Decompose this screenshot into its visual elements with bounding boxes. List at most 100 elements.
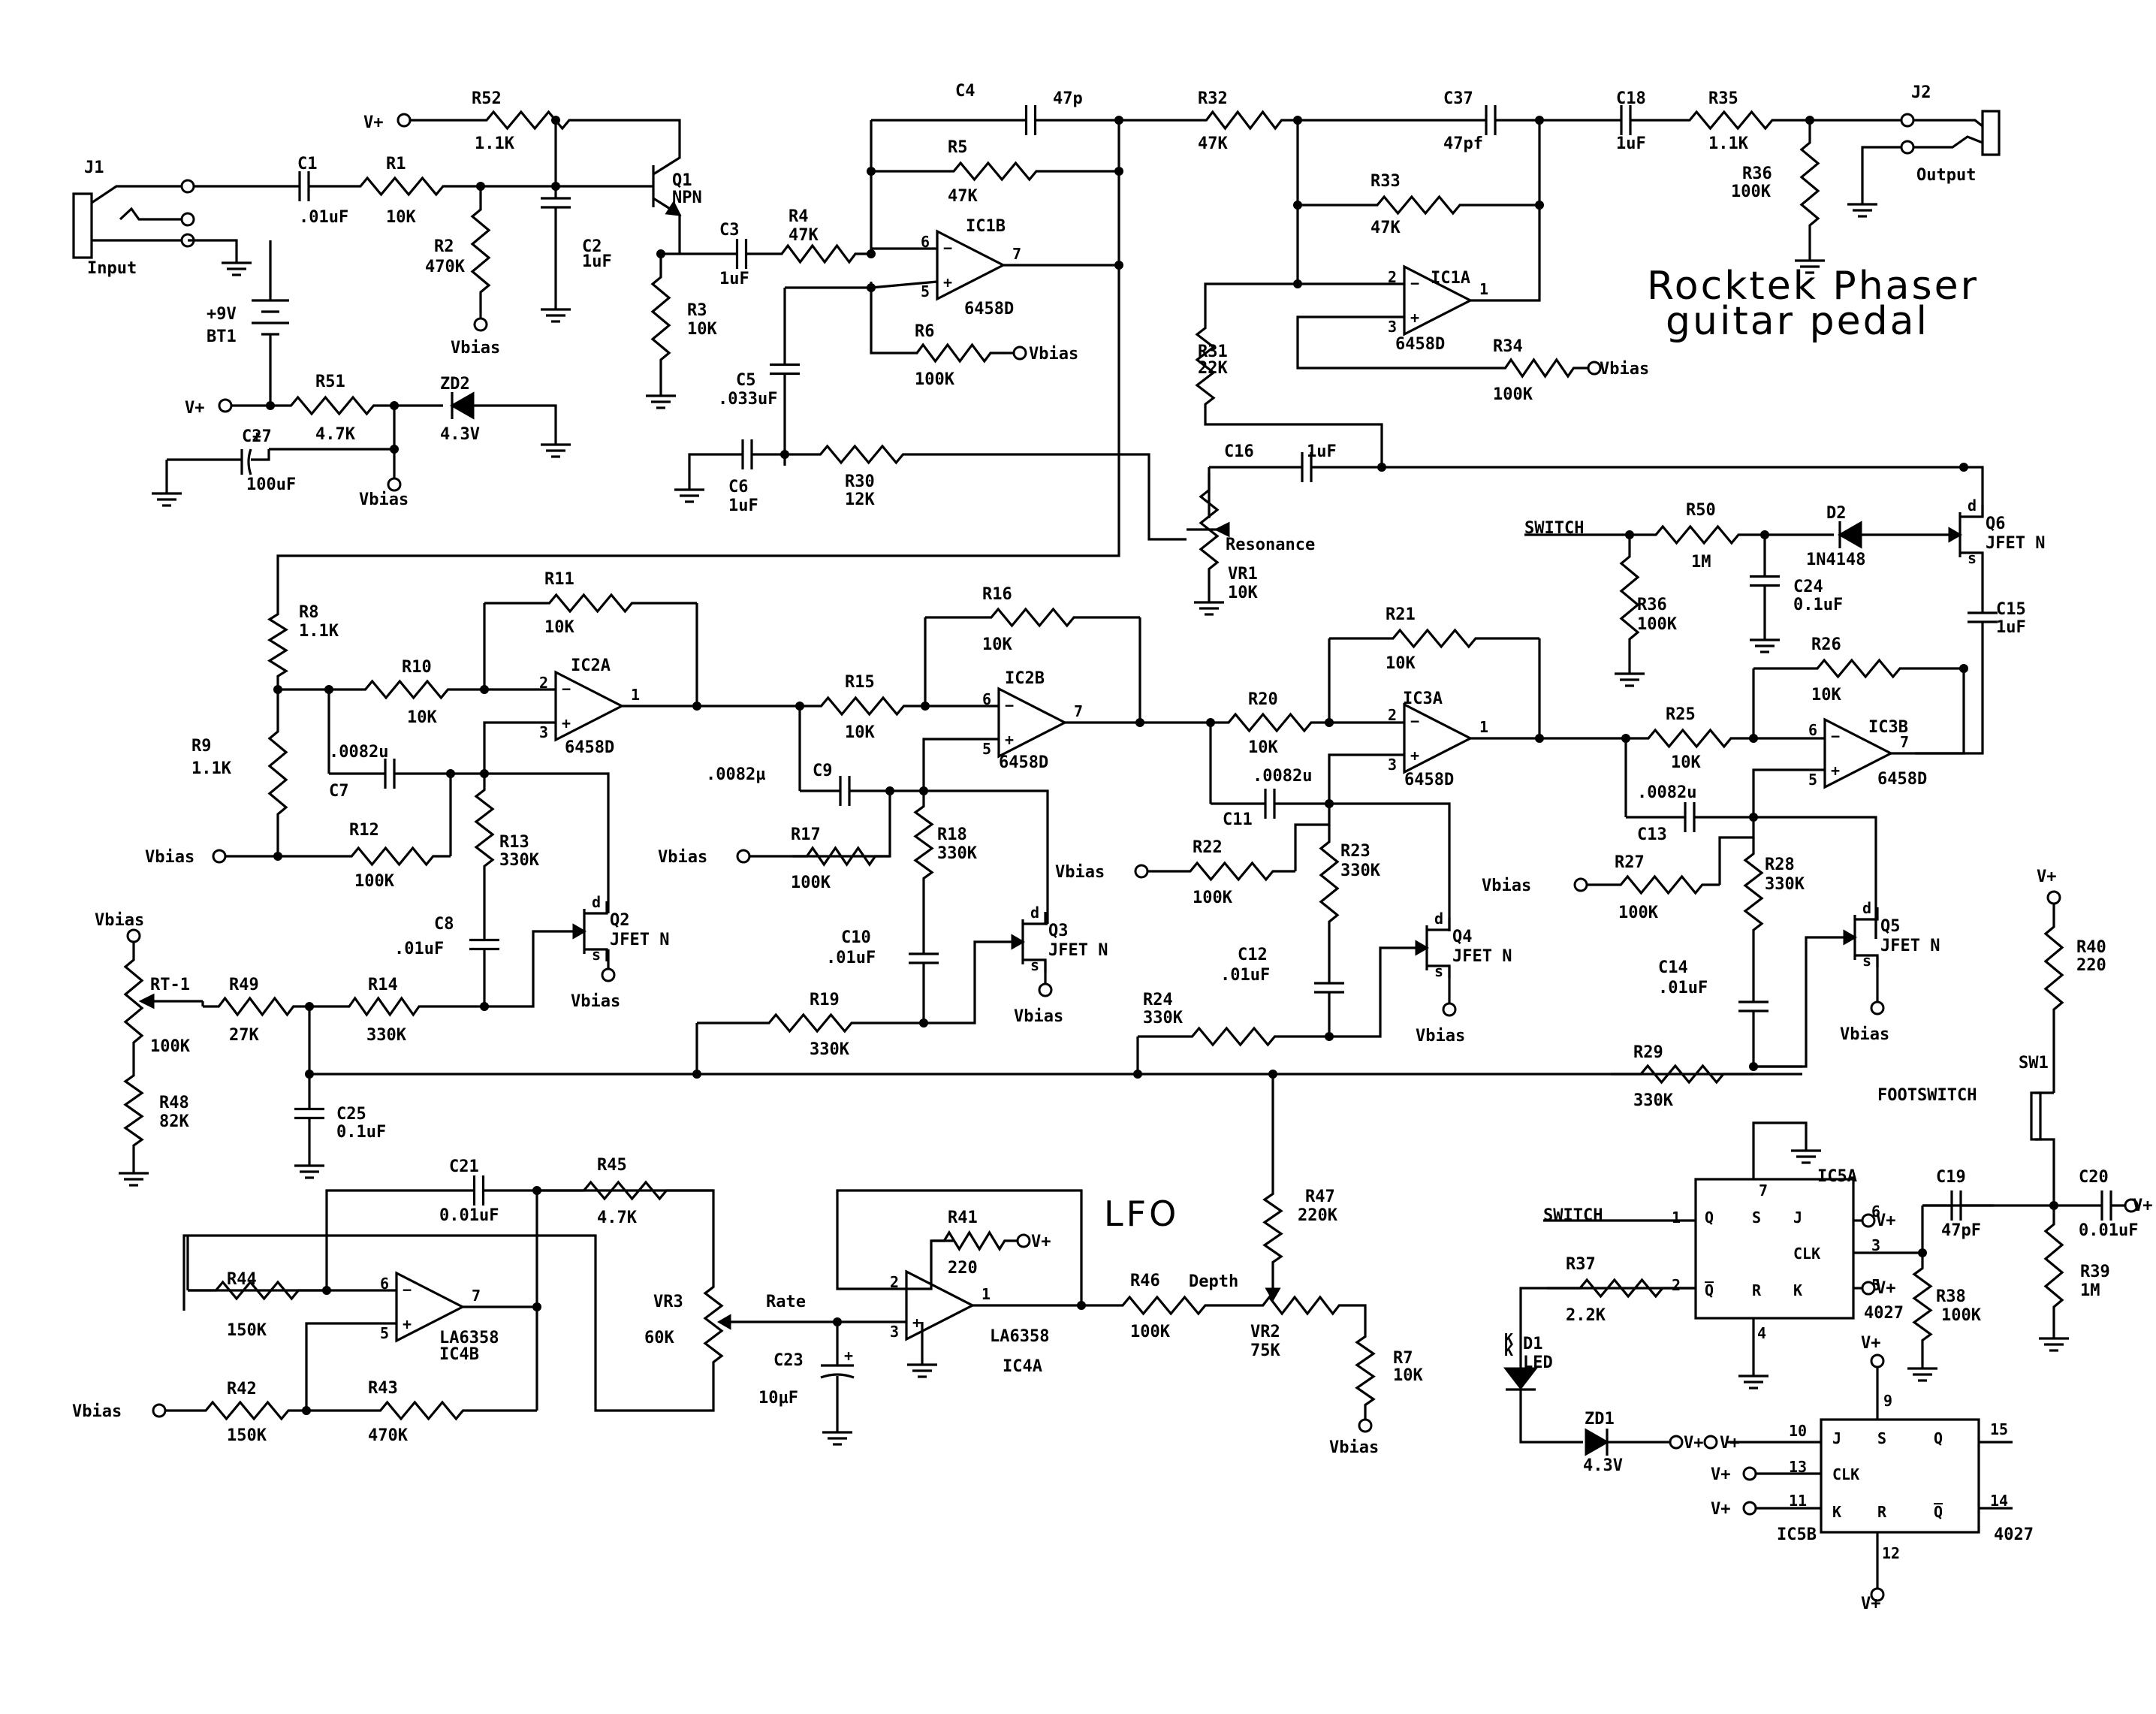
led-k1: K <box>1504 1341 1513 1359</box>
resistor-body <box>766 243 871 264</box>
junction-dot <box>532 1186 541 1195</box>
ground-symbol <box>822 1423 852 1446</box>
capacitor-ref: C13 <box>1637 825 1667 844</box>
opamp-ic3b <box>1823 717 1894 789</box>
resistor-body <box>267 690 288 856</box>
resistor-value: 100K <box>1731 183 1772 201</box>
resistor-r14 <box>334 996 434 1017</box>
resistor-body <box>1611 1064 1753 1085</box>
resistor-value: 330K <box>1633 1091 1674 1110</box>
potentiometer-rt1 <box>123 942 203 1061</box>
resistor-r5 <box>871 161 1119 182</box>
wire <box>1464 120 1541 302</box>
capacitor-ref: C16 <box>1224 442 1254 461</box>
drain-label: d <box>1862 899 1871 917</box>
resistor-ref: R46 <box>1130 1272 1160 1290</box>
resistor-body <box>1195 312 1216 421</box>
resistor-r49 <box>203 996 309 1017</box>
wire <box>182 1234 715 1412</box>
wire <box>1752 1121 1808 1179</box>
resistor-body <box>474 774 495 883</box>
wire <box>1752 768 1825 817</box>
ff-pin-clk: CLK <box>1832 1465 1859 1483</box>
inverting-sign: − <box>1831 727 1840 745</box>
pin-number: 1 <box>1479 280 1488 298</box>
ic-part: LA6358 <box>990 1327 1049 1346</box>
vbias-label: Vbias <box>1600 360 1649 379</box>
capacitor-c9 <box>800 776 890 806</box>
wire <box>2035 1138 2055 1206</box>
ground-symbol <box>1750 631 1780 653</box>
resistor-r42 <box>188 1400 306 1421</box>
inverting-sign: − <box>943 239 952 257</box>
source-label: s <box>1862 952 1871 970</box>
ic-part: 6458D <box>999 753 1048 772</box>
jfet-type: JFET N <box>1048 941 1108 960</box>
ic-ref: IC2B <box>1005 669 1045 688</box>
noninverting-sign: + <box>912 1314 921 1332</box>
jfet-ref: Q3 <box>1048 922 1069 940</box>
inverting-sign: − <box>562 680 571 698</box>
vbias-label: Vbias <box>1055 863 1105 882</box>
wire <box>1329 946 1397 1038</box>
vbias-label: Vbias <box>145 848 194 867</box>
jfet-ref: Q6 <box>1986 515 2006 533</box>
resistor-body <box>334 846 451 867</box>
ic-ref: IC2A <box>571 656 611 675</box>
resistor-r46 <box>1081 1295 1247 1316</box>
resistor-value: 1.1K <box>191 759 232 778</box>
ff-pin-r: R <box>1877 1503 1887 1521</box>
resistor-r6 <box>901 342 1006 364</box>
led-ref: D1 <box>1523 1335 1543 1353</box>
resistor-ref: R13 <box>499 833 529 852</box>
resistor-body <box>329 679 484 700</box>
wire <box>939 453 1187 541</box>
capacitor-ref: C6 <box>728 478 749 496</box>
resistor-body <box>306 1400 537 1421</box>
drain-label: d <box>1434 910 1443 928</box>
resistor-body <box>1319 825 1340 939</box>
jack-sleeve <box>1981 110 2001 156</box>
resistor-value: 330K <box>1143 1009 1184 1027</box>
ground-symbol <box>541 436 571 458</box>
terminal <box>1900 140 1915 155</box>
terminal <box>1742 1466 1757 1481</box>
resistor-r41 <box>931 1230 1018 1252</box>
capacitor-value: 0.01uF <box>2079 1221 2138 1240</box>
potentiometer-value: 75K <box>1250 1341 1280 1360</box>
resistor-body <box>650 254 671 383</box>
terminal <box>152 1403 167 1418</box>
resistor-value: 100K <box>1130 1323 1171 1341</box>
terminal <box>212 849 227 864</box>
wire <box>1891 668 1965 755</box>
jack-label: Input <box>87 259 137 278</box>
resistor-r52 <box>410 110 646 131</box>
capacitor-value: .0082u <box>329 743 388 762</box>
capacitor-ref: C37 <box>1443 89 1473 108</box>
resistor-ref: R23 <box>1340 842 1370 861</box>
resistor-r44 <box>188 1280 327 1301</box>
diode-triangle <box>1585 1428 1610 1456</box>
wire <box>922 738 999 791</box>
pin-number: 5 <box>921 282 930 300</box>
resistor-r43 <box>306 1400 537 1421</box>
capacitor-c2 <box>541 120 571 285</box>
vbias-label: Vbias <box>1329 1438 1379 1457</box>
terminal <box>1861 1281 1876 1296</box>
vbias-label: Vbias <box>95 911 144 930</box>
capacitor-c27 <box>165 448 270 484</box>
resistor-ref: R4 <box>789 207 809 226</box>
electrolytic-plate <box>247 448 252 475</box>
ic-part: 6458D <box>1877 770 1927 789</box>
potentiometer-value: 10K <box>1228 584 1258 602</box>
resistor-ref: R14 <box>368 976 398 994</box>
resistor-r15 <box>800 696 925 717</box>
capacitor-value: .01uF <box>1220 966 1270 985</box>
title-line-1: Rocktek Phaser <box>1647 264 1979 309</box>
resistor-value: 10K <box>544 618 574 637</box>
pin-number: 3 <box>539 723 548 741</box>
diode-part: 1N4148 <box>1806 551 1865 569</box>
resistor-value: 1M <box>2080 1281 2100 1300</box>
battery-ref: BT1 <box>207 327 237 346</box>
terminal <box>1358 1418 1373 1433</box>
